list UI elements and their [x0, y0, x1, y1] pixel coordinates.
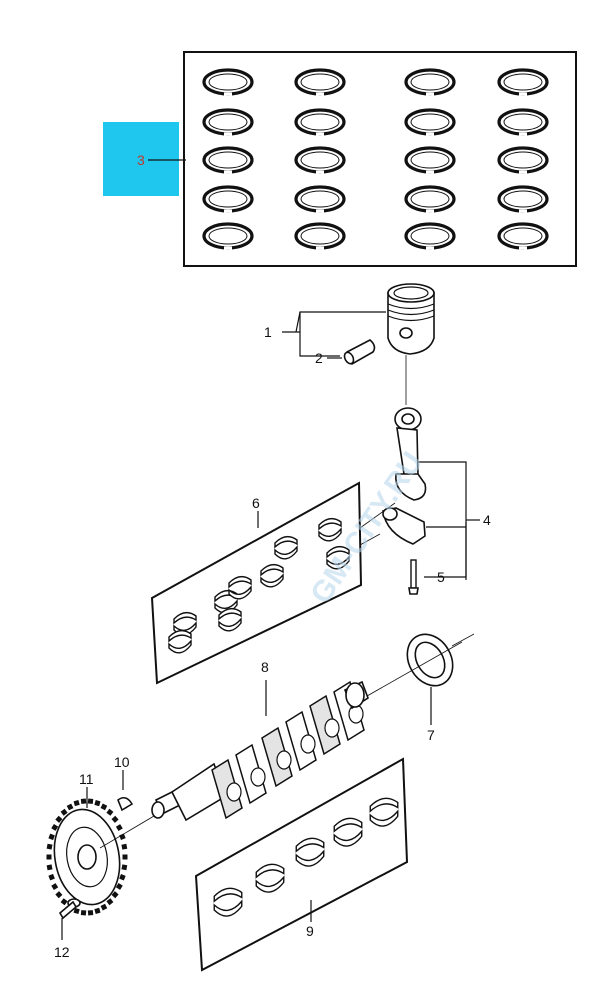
piston-ring: [202, 108, 254, 136]
piston-ring: [497, 185, 549, 213]
piston-pin[interactable]: [343, 339, 376, 365]
piston-ring: [404, 222, 456, 250]
callout-10: 10: [114, 754, 130, 770]
callout-12: 12: [54, 944, 70, 960]
piston-ring: [294, 108, 346, 136]
callout-3: 3: [137, 152, 145, 168]
bearing-shell: [213, 887, 243, 917]
crankshaft[interactable]: [151, 680, 369, 822]
callout-4: 4: [483, 512, 491, 528]
callout-2: 2: [315, 350, 323, 366]
piston-ring: [202, 146, 254, 174]
bearing-shell: [274, 535, 298, 560]
crank-web: [333, 680, 365, 742]
crankshaft-sprocket[interactable]: [46, 798, 128, 916]
connecting-rod[interactable]: [382, 407, 427, 545]
bearing-shell: [333, 817, 363, 847]
bearing-shell: [218, 607, 242, 632]
crank-web: [211, 758, 243, 820]
piston-ring: [202, 185, 254, 213]
callout-9: 9: [306, 923, 314, 939]
piston-ring: [294, 68, 346, 96]
callout-3-highlight[interactable]: [103, 122, 179, 196]
woodruff-key[interactable]: [117, 796, 134, 812]
piston-ring: [497, 108, 549, 136]
bearing-shell: [260, 563, 284, 588]
crankshaft-main-bearing-set[interactable]: [194, 757, 409, 972]
piston-ring: [404, 108, 456, 136]
piston-ring: [294, 146, 346, 174]
piston-ring: [202, 222, 254, 250]
bearing-shell: [369, 797, 399, 827]
connecting-rod-bolt[interactable]: [408, 559, 419, 595]
crank-web: [261, 726, 293, 788]
piston-ring: [497, 222, 549, 250]
crank-web: [309, 694, 341, 756]
piston-ring: [294, 185, 346, 213]
connecting-rod-bearing-set[interactable]: [150, 481, 363, 685]
piston-ring: [404, 146, 456, 174]
bearing-shell: [326, 545, 350, 570]
piston-ring: [202, 68, 254, 96]
callout-6: 6: [252, 495, 260, 511]
callout-7: 7: [427, 727, 435, 743]
crank-web: [285, 710, 317, 772]
callout-5: 5: [437, 569, 445, 585]
conrod-bearing-shells: [168, 517, 350, 654]
piston-ring-set[interactable]: [183, 51, 577, 267]
callout-8: 8: [261, 659, 269, 675]
sprocket-bolt[interactable]: [58, 898, 81, 920]
piston-ring: [404, 68, 456, 96]
bearing-shell: [255, 863, 285, 893]
piston-ring: [497, 68, 549, 96]
ring-grid: [202, 68, 549, 250]
bearing-shell: [228, 575, 252, 600]
main-bearing-shells: [213, 797, 399, 917]
callout-11: 11: [79, 771, 94, 787]
crank-web: [235, 743, 267, 805]
piston-ring: [497, 146, 549, 174]
bearing-shell: [168, 629, 192, 654]
bearing-shell: [295, 837, 325, 867]
bearing-shell: [318, 517, 342, 542]
piston-ring: [294, 222, 346, 250]
piston-ring: [404, 185, 456, 213]
callout-1: 1: [264, 324, 272, 340]
piston[interactable]: [387, 283, 435, 355]
